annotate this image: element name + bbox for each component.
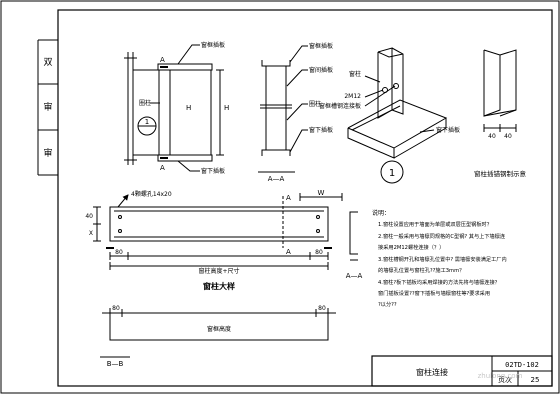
label-a-bottom: A [160, 164, 165, 172]
column-section-aa: A—A [346, 272, 363, 280]
title-block [371, 355, 553, 387]
section-bb-view [100, 308, 336, 358]
section-aa-view [258, 45, 308, 173]
note-3: 3.窗柱槽钢开孔和墙檩孔位置中? 需墙檩安装满足工厂内 [378, 255, 507, 263]
column-dim-40: 40 [85, 213, 93, 220]
strip-label-2: 审 [43, 101, 52, 113]
notes-heading: 说明： [372, 209, 390, 217]
side-strip: 双 审 审 [37, 39, 58, 176]
note-4b: 窗门插板设置??窗下插板与墙檩窗柱等?要求采用 [378, 289, 490, 297]
label-top-strap: 窗框插板 [201, 41, 225, 49]
column-dim-80-left: 80 [115, 249, 123, 256]
column-dim-80-right: 80 [315, 249, 323, 256]
label-a-top: A [160, 56, 165, 64]
detail-bubble-number: 1 [145, 118, 149, 126]
notes-block: 说明： 1.窗柱设置应用于墙面为单层或双层压型钢板时？ 2.窗柱一般采用与墙檩同… [372, 209, 507, 308]
column-dim-x: X [89, 230, 93, 237]
iso-label-bolt: 2M12 [344, 93, 361, 100]
iso-label-plate: 窗框槽钢连接板 [319, 102, 361, 110]
note-3b: 的墙檩孔位置与窗柱孔??施工3mm？ [378, 266, 464, 274]
bb-dim-80-right: 80 [318, 305, 326, 312]
title-drawing-name: 窗柱连接 [416, 367, 448, 377]
bb-section-title: B—B [107, 360, 124, 368]
strip-label-1: 双 [43, 57, 52, 68]
column-a-top: A [286, 194, 291, 202]
label-bottom-strap: 窗下插板 [201, 167, 225, 175]
label-h-dim: H [224, 104, 229, 112]
note-2: 2.窗柱一般采用与墙檩同规格的C型钢? 其与上下墙檩连 [378, 232, 506, 240]
label-h: H [186, 104, 191, 112]
iso-dim-40-left: 40 [488, 133, 496, 140]
title-page-no: 25 [531, 376, 540, 384]
iso-label-stud: 窗柱 [349, 70, 361, 78]
title-drawing-no: 02TD-102 [505, 361, 539, 369]
column-detail [93, 193, 358, 270]
drawing-frame [57, 9, 553, 387]
bb-length: 窗框高度 [207, 325, 231, 333]
elevation-view [124, 44, 224, 172]
aa-label-stud: 圈柱 [309, 100, 321, 108]
aa-section-title: A—A [268, 175, 285, 183]
note-4: 4.窗柱?板下插板均采用焊接的方法先将与墙檩连接？ [378, 278, 500, 286]
aa-label-bottom-strap: 窗下插板 [309, 126, 333, 134]
bb-dim-80-left: 80 [112, 305, 120, 312]
title-page-label: 页次 [498, 375, 512, 384]
column-w-dim: W [318, 189, 325, 197]
note-4c: ?以分?? [378, 300, 397, 308]
iso-dim-40-right: 40 [504, 133, 512, 140]
strip-label-3: 审 [43, 147, 52, 159]
column-length-dim: 窗柱高度+尺寸 [198, 267, 239, 275]
iso-caption: 窗柱插锚钢制示意 [474, 169, 527, 178]
bolt-callout: 4颗螺孔14x20 [131, 190, 172, 198]
isometric-detail [347, 47, 517, 184]
aa-label-top-strap: 窗框插板 [309, 42, 333, 50]
note-2b: 接采用2M12螺栓连接（？） [378, 243, 444, 251]
watermark: zhulong.com [478, 372, 523, 380]
column-a-bottom: A [286, 248, 291, 256]
iso-label-bottom-strap: 窗下插板 [436, 126, 460, 134]
note-1: 1.窗柱设置应用于墙面为单层或双层压型钢板时？ [378, 220, 492, 228]
aa-label-mid-plate: 窗间插板 [309, 66, 333, 74]
column-caption: 窗柱大样 [203, 281, 235, 291]
iso-detail-number: 1 [389, 168, 395, 179]
label-stud: 圈柱 [139, 99, 151, 107]
